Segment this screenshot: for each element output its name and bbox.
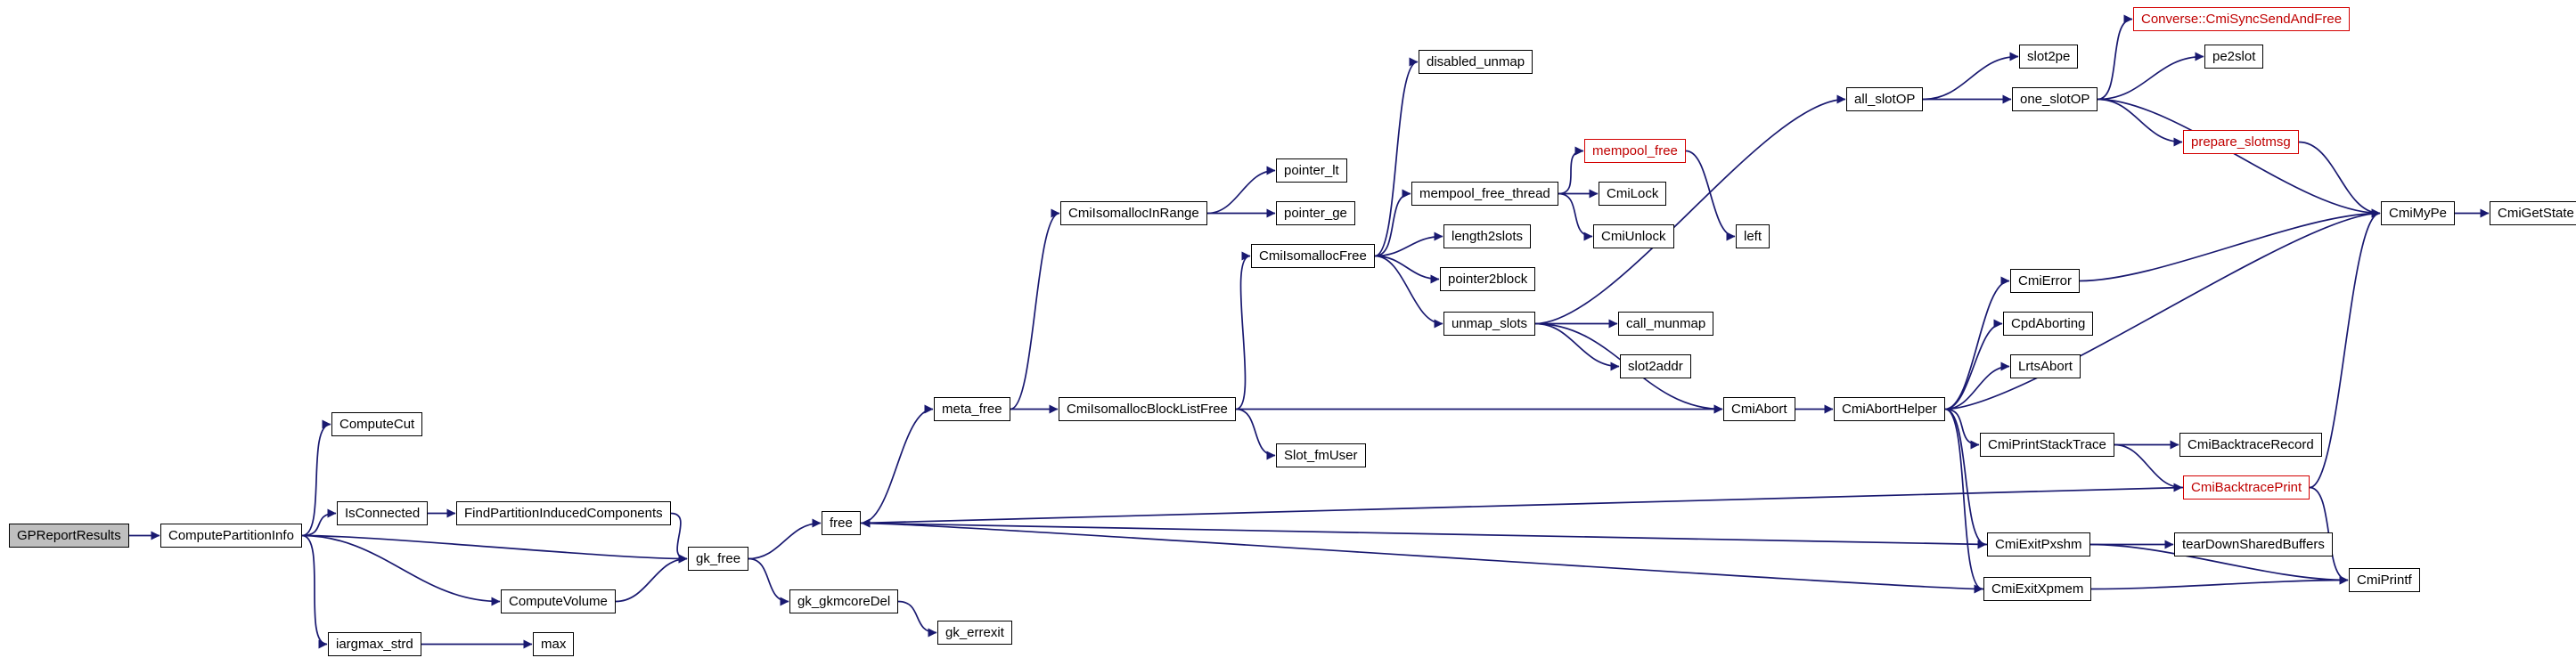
call-edge-one_slotOP-to-prepare_slotmsg bbox=[2097, 98, 2183, 147]
graph-node-ComputeCut[interactable]: ComputeCut bbox=[331, 412, 423, 436]
graph-node-LrtsAbort[interactable]: LrtsAbort bbox=[2010, 354, 2081, 378]
call-edge-CmiExitPxshm-to-free bbox=[861, 518, 1988, 546]
graph-node-CmiAbort[interactable]: CmiAbort bbox=[1723, 397, 1795, 421]
call-edge-ComputePartitionInfo-to-gk_free bbox=[301, 534, 688, 564]
call-edge-free-to-meta_free bbox=[860, 404, 934, 524]
graph-node-all_slotOP[interactable]: all_slotOP bbox=[1846, 87, 1924, 111]
graph-node-left[interactable]: left bbox=[1736, 224, 1770, 248]
call-edge-CmiBacktracePrint-to-free bbox=[861, 486, 2184, 528]
graph-node-IsConnected[interactable]: IsConnected bbox=[337, 501, 429, 525]
call-edge-CmiPrintStackTrace-to-CmiBacktracePrint bbox=[2114, 443, 2183, 492]
call-edge-CmiAbortHelper-to-CmiPrintStackTrace bbox=[1944, 408, 1980, 450]
graph-node-tearDownSharedBuffers[interactable]: tearDownSharedBuffers bbox=[2174, 532, 2333, 556]
call-edge-prepare_slotmsg-to-CmiMyPe bbox=[2298, 141, 2381, 218]
call-edge-mempool_free_thread-to-CmiUnlock bbox=[1558, 192, 1593, 241]
graph-node-CmiExitXpmem[interactable]: CmiExitXpmem bbox=[1983, 577, 2092, 601]
call-edge-gk_free-to-free bbox=[748, 518, 822, 560]
graph-node-disabled_unmap[interactable]: disabled_unmap bbox=[1419, 50, 1533, 74]
call-edge-CmiIsomallocBlockListFree-to-Slot_fmUser bbox=[1235, 408, 1276, 460]
graph-node-mempool_free[interactable]: mempool_free bbox=[1584, 139, 1686, 163]
call-edge-CmiExitPxshm-to-CmiPrintf bbox=[2089, 543, 2349, 585]
call-edge-CmiIsomallocFree-to-disabled_unmap bbox=[1374, 57, 1419, 257]
graph-node-mempool_free_thread[interactable]: mempool_free_thread bbox=[1411, 182, 1558, 206]
call-edge-CmiIsomallocFree-to-pointer2block bbox=[1374, 255, 1440, 284]
call-edge-one_slotOP-to-CmiSyncSendAndFree bbox=[2097, 14, 2133, 101]
call-edge-CmiIsomallocBlockListFree-to-CmiIsomallocFree bbox=[1235, 251, 1251, 410]
call-edge-all_slotOP-to-slot2pe bbox=[1922, 52, 2019, 101]
graph-node-CmiIsomallocInRange[interactable]: CmiIsomallocInRange bbox=[1060, 201, 1207, 225]
call-edge-ComputePartitionInfo-to-iargmax_strd bbox=[301, 534, 328, 649]
graph-node-CmiBacktraceRecord[interactable]: CmiBacktraceRecord bbox=[2179, 433, 2322, 457]
call-edge-mempool_free_thread-to-mempool_free bbox=[1558, 146, 1584, 195]
call-edge-CmiExitXpmem-to-free bbox=[861, 518, 1984, 590]
call-edge-ComputePartitionInfo-to-ComputeCut bbox=[301, 419, 331, 537]
graph-node-CpdAborting[interactable]: CpdAborting bbox=[2003, 312, 2094, 336]
call-edge-CmiAbortHelper-to-CpdAborting bbox=[1944, 319, 2003, 410]
graph-node-FindPartitionInducedComponents[interactable]: FindPartitionInducedComponents bbox=[456, 501, 671, 525]
graph-node-free[interactable]: free bbox=[822, 511, 861, 535]
graph-node-max[interactable]: max bbox=[533, 632, 575, 656]
graph-node-one_slotOP[interactable]: one_slotOP bbox=[2012, 87, 2098, 111]
graph-node-call_munmap[interactable]: call_munmap bbox=[1618, 312, 1714, 336]
edge-group bbox=[129, 14, 2490, 649]
graph-node-CmiUnlock[interactable]: CmiUnlock bbox=[1593, 224, 1674, 248]
graph-node-Slot_fmUser[interactable]: Slot_fmUser bbox=[1276, 443, 1366, 467]
graph-node-slot2addr[interactable]: slot2addr bbox=[1620, 354, 1691, 378]
graph-node-CmiPrintStackTrace[interactable]: CmiPrintStackTrace bbox=[1980, 433, 2114, 457]
graph-node-gk_gkmcoreDel[interactable]: gk_gkmcoreDel bbox=[789, 589, 899, 613]
graph-node-slot2pe[interactable]: slot2pe bbox=[2019, 45, 2079, 69]
call-edge-CmiIsomallocFree-to-length2slots bbox=[1374, 232, 1443, 257]
call-edge-CmiIsomallocFree-to-mempool_free_thread bbox=[1374, 189, 1411, 257]
call-edge-CmiBacktracePrint-to-CmiMyPe bbox=[2309, 208, 2381, 489]
graph-node-CmiBacktracePrint[interactable]: CmiBacktracePrint bbox=[2183, 475, 2310, 500]
graph-node-meta_free[interactable]: meta_free bbox=[934, 397, 1010, 421]
call-edge-meta_free-to-CmiIsomallocInRange bbox=[1010, 208, 1060, 410]
graph-node-CmiSyncSendAndFree[interactable]: Converse::CmiSyncSendAndFree bbox=[2133, 7, 2351, 31]
call-edge-CmiError-to-CmiMyPe bbox=[2079, 208, 2381, 282]
graph-node-CmiError[interactable]: CmiError bbox=[2010, 269, 2080, 293]
call-edge-CmiAbortHelper-to-LrtsAbort bbox=[1944, 361, 2010, 410]
graph-node-ComputePartitionInfo[interactable]: ComputePartitionInfo bbox=[160, 524, 302, 548]
call-edge-unmap_slots-to-slot2addr bbox=[1534, 322, 1620, 371]
graph-node-unmap_slots[interactable]: unmap_slots bbox=[1443, 312, 1536, 336]
graph-node-CmiLock[interactable]: CmiLock bbox=[1599, 182, 1667, 206]
graph-node-pointer_ge[interactable]: pointer_ge bbox=[1276, 201, 1355, 225]
graph-node-CmiIsomallocFree[interactable]: CmiIsomallocFree bbox=[1251, 244, 1375, 268]
graph-node-ComputeVolume[interactable]: ComputeVolume bbox=[501, 589, 616, 613]
call-edge-CmiAbortHelper-to-CmiExitXpmem bbox=[1944, 408, 1983, 594]
call-edge-gk_free-to-gk_gkmcoreDel bbox=[748, 557, 789, 606]
call-edge-CmiAbortHelper-to-CmiMyPe bbox=[1944, 208, 2381, 410]
call-edge-CmiIsomallocFree-to-unmap_slots bbox=[1374, 255, 1443, 329]
call-edge-CmiAbortHelper-to-CmiExitPxshm bbox=[1944, 408, 1987, 549]
call-edge-mempool_free-to-left bbox=[1685, 150, 1736, 241]
graph-node-gk_free[interactable]: gk_free bbox=[688, 547, 749, 571]
graph-node-iargmax_strd[interactable]: iargmax_strd bbox=[328, 632, 421, 656]
graph-node-length2slots[interactable]: length2slots bbox=[1443, 224, 1532, 248]
graph-node-pointer2block[interactable]: pointer2block bbox=[1440, 267, 1536, 291]
graph-node-CmiExitPxshm[interactable]: CmiExitPxshm bbox=[1987, 532, 2090, 556]
graph-node-GPReportResults[interactable]: GPReportResults bbox=[9, 524, 129, 548]
call-edge-CmiIsomallocInRange-to-pointer_lt bbox=[1206, 166, 1276, 215]
graph-node-CmiAbortHelper[interactable]: CmiAbortHelper bbox=[1834, 397, 1945, 421]
call-edge-gk_gkmcoreDel-to-gk_errexit bbox=[897, 600, 937, 638]
graph-node-CmiIsomallocBlockListFree[interactable]: CmiIsomallocBlockListFree bbox=[1059, 397, 1236, 421]
graph-node-CmiPrintf[interactable]: CmiPrintf bbox=[2349, 568, 2420, 592]
call-edge-one_slotOP-to-pe2slot bbox=[2097, 52, 2204, 101]
graph-node-CmiMyPe[interactable]: CmiMyPe bbox=[2381, 201, 2456, 225]
call-edge-ComputePartitionInfo-to-ComputeVolume bbox=[301, 534, 501, 606]
call-edge-unmap_slots-to-all_slotOP bbox=[1534, 94, 1846, 325]
graph-node-prepare_slotmsg[interactable]: prepare_slotmsg bbox=[2183, 130, 2299, 154]
graph-node-gk_errexit[interactable]: gk_errexit bbox=[937, 621, 1012, 645]
graph-node-pointer_lt[interactable]: pointer_lt bbox=[1276, 158, 1347, 183]
call-edge-CmiExitXpmem-to-CmiPrintf bbox=[2090, 575, 2349, 590]
call-edge-one_slotOP-to-CmiMyPe bbox=[2097, 98, 2381, 218]
graph-node-pe2slot[interactable]: pe2slot bbox=[2204, 45, 2264, 69]
call-edge-ComputeVolume-to-gk_free bbox=[615, 554, 688, 603]
graph-node-CmiGetState[interactable]: CmiGetState bbox=[2490, 201, 2576, 225]
